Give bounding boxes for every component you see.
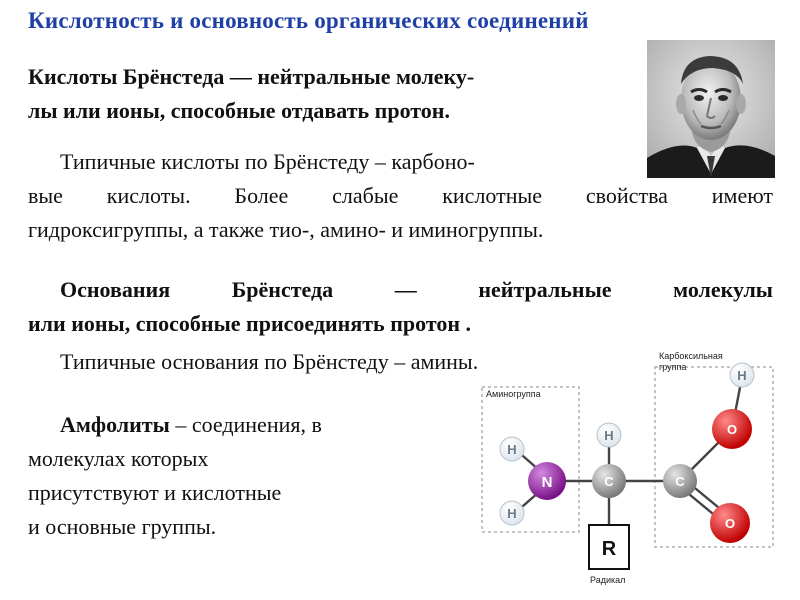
carboxyl-group-label-1: Карбоксильная <box>659 351 723 361</box>
nitrogen-symbol: N <box>542 474 553 491</box>
acids-typical-line-2: вые кислоты. Более слабые кислотные свой… <box>28 183 773 208</box>
carbon-symbol: C <box>675 474 685 489</box>
page-title: Кислотность и основность органических со… <box>28 8 589 33</box>
ampholytes-line-2: молекулах которых <box>28 446 209 471</box>
hydrogen-atom-amino-top: H <box>499 436 525 462</box>
bases-definition-line-2: или ионы, способные присоединять протон … <box>28 311 472 336</box>
bases-typical: Типичные основания по Брёнстеду – амины. <box>28 345 638 379</box>
carbon-atom-carboxyl: C <box>663 464 697 498</box>
hydrogen-symbol: H <box>604 428 613 443</box>
oxygen-symbol: O <box>725 516 735 531</box>
acids-typical-line-3: гидроксигруппы, а также тио-, амино- и и… <box>28 217 544 242</box>
ampholytes-line-3: присутствуют и кислотные <box>28 480 282 505</box>
carboxyl-group-box <box>654 366 774 548</box>
oxygen-atom-hydroxyl: O <box>712 409 752 449</box>
oxygen-atom-carbonyl: O <box>710 503 750 543</box>
acids-definition-line-2: лы или ионы, способные отдавать протон. <box>28 98 450 123</box>
hydrogen-symbol: H <box>737 368 746 383</box>
amino-acid-diagram: Карбоксильная группа Аминогруппа Радикал… <box>481 351 774 585</box>
carbon-atom-alpha: C <box>592 464 626 498</box>
hydrogen-symbol: H <box>507 442 516 457</box>
acids-typical: Типичные кислоты по Брёнстеду – карбоно-… <box>28 145 773 247</box>
hydrogen-atom-alpha: H <box>596 422 622 448</box>
radical-symbol: R <box>602 538 617 560</box>
oxygen-symbol: O <box>727 422 737 437</box>
carboxyl-group-label-2: группа <box>659 362 686 372</box>
amino-group-box <box>481 386 580 533</box>
hydrogen-atom-amino-bottom: H <box>499 500 525 526</box>
ampholytes-line-1-rest: – соединения, в <box>169 412 322 437</box>
amino-group-label: Аминогруппа <box>486 389 541 399</box>
hydrogen-atom-carboxyl: H <box>729 362 755 388</box>
bases-typical-line: Типичные основания по Брёнстеду – амины. <box>60 349 479 374</box>
acids-definition-line-1: Кислоты Брёнстеда — нейтральные молеку- <box>28 64 475 89</box>
carbon-symbol: C <box>604 474 614 489</box>
acids-typical-line-1: Типичные кислоты по Брёнстеду – карбоно- <box>60 149 475 174</box>
radical-label: Радикал <box>590 575 625 585</box>
bronsted-portrait <box>647 40 775 178</box>
ampholytes-term: Амфолиты <box>60 412 170 437</box>
hydrogen-symbol: H <box>507 506 516 521</box>
bases-definition-line-1: Основания Брёнстеда — нейтральные молеку… <box>60 277 773 302</box>
ampholytes-line-4: и основные группы. <box>28 514 217 539</box>
bases-definition: Основания Брёнстеда — нейтральные молеку… <box>28 273 773 341</box>
ampholytes-definition: Амфолиты – соединения, в молекулах котор… <box>28 408 458 544</box>
radical-box: R <box>588 524 630 570</box>
nitrogen-atom: N <box>528 462 566 500</box>
acids-definition: Кислоты Брёнстеда — нейтральные молеку- … <box>28 60 638 128</box>
